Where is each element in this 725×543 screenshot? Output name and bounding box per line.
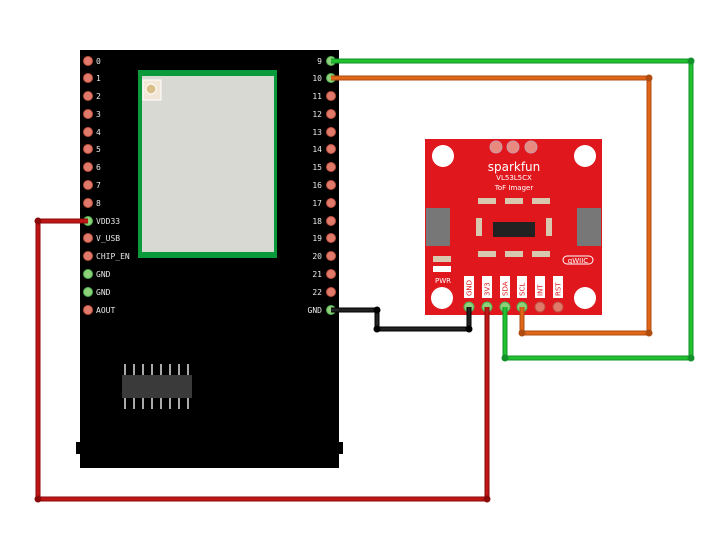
sensor-pin-label: SCL (519, 283, 527, 296)
pin-4[interactable]: 4 (83, 127, 102, 138)
pin-chip_en[interactable]: CHIP_EN (83, 251, 130, 262)
pin-label: 10 (312, 74, 322, 83)
sensor-pin-label: INT (537, 284, 545, 296)
pin-15[interactable]: 15 (312, 162, 336, 173)
pin-label: VDD33 (96, 217, 120, 226)
wire-10-to-scl[interactable] (331, 74, 653, 337)
pin-1[interactable]: 1 (83, 73, 102, 84)
pin-label: 4 (96, 128, 101, 137)
pin-14[interactable]: 14 (312, 144, 336, 155)
sensor-pin-int[interactable]: INT (534, 276, 546, 313)
model-label: VL53L5CX (496, 174, 532, 182)
sensor-pin-sda[interactable]: SDA (499, 276, 511, 313)
pin-18[interactable]: 18 (312, 216, 336, 227)
wire-9-to-sda[interactable] (331, 57, 695, 362)
sensor-board[interactable]: sparkfun VL53L5CX ToF Imager PWR qWIIC G… (425, 139, 602, 315)
pin-label: 11 (312, 92, 322, 101)
pin-22[interactable]: 22 (312, 287, 336, 298)
sensor-pin-gnd[interactable]: GND (463, 276, 475, 313)
pin-label: 15 (312, 163, 322, 172)
pin-16[interactable]: 16 (312, 180, 336, 191)
sensor-pin-label: RST (555, 282, 563, 296)
pin-21[interactable]: 21 (312, 269, 336, 280)
pin-vdd33[interactable]: VDD33 (83, 216, 121, 227)
pin-label: 0 (96, 57, 101, 66)
pin-label: 1 (96, 74, 101, 83)
pin-label: 12 (312, 110, 322, 119)
sensor-pin-label: 3V3 (484, 282, 492, 296)
pin-11[interactable]: 11 (312, 91, 336, 102)
pin-19[interactable]: 19 (312, 233, 336, 244)
pin-label: GND (96, 288, 111, 297)
subtitle-label: ToF Imager (494, 184, 534, 192)
pin-label: 9 (317, 57, 322, 66)
sensor-chip (493, 222, 535, 237)
pin-label: 8 (96, 199, 101, 208)
pin-v_usb[interactable]: V_USB (83, 233, 121, 244)
qwiic-connector-left (426, 208, 450, 246)
pin-17[interactable]: 17 (312, 198, 336, 209)
pin-6[interactable]: 6 (83, 162, 102, 173)
pin-0[interactable]: 0 (83, 56, 102, 67)
pin-label: GND (308, 306, 323, 315)
sensor-pin-rst[interactable]: RST (552, 276, 564, 313)
pin-label: V_USB (96, 234, 120, 243)
qwiic-connector-right (577, 208, 601, 246)
pin-8[interactable]: 8 (83, 198, 102, 209)
pin-label: 14 (312, 145, 322, 154)
ic-chip (122, 364, 192, 409)
pin-label: 20 (312, 252, 322, 261)
sensor-pin-label: GND (466, 280, 474, 296)
pin-label: 22 (312, 288, 322, 297)
pin-label: 13 (312, 128, 322, 137)
pin-label: 5 (96, 145, 101, 154)
pin-7[interactable]: 7 (83, 180, 102, 191)
wire-vdd33-to-3v3[interactable] (34, 217, 491, 503)
sensor-pin-3v3[interactable]: 3V3 (481, 276, 493, 313)
pin-label: 2 (96, 92, 101, 101)
pin-3[interactable]: 3 (83, 109, 102, 120)
wire-gnd-to-gnd[interactable] (331, 306, 473, 333)
pin-12[interactable]: 12 (312, 109, 336, 120)
pin-label: 17 (312, 199, 322, 208)
sensor-pin-scl[interactable]: SCL (516, 276, 528, 313)
pin-label: 16 (312, 181, 322, 190)
brand-logo: sparkfun (488, 160, 541, 174)
qwiic-label: qWIIC (568, 257, 588, 265)
sensor-pin-label: SDA (502, 281, 510, 296)
pwr-label: PWR (435, 277, 451, 285)
pin-gnd[interactable]: GND (83, 269, 111, 280)
pin-label: AOUT (96, 306, 115, 315)
pin-label: 19 (312, 234, 322, 243)
pin-label: 7 (96, 181, 101, 190)
pin-20[interactable]: 20 (312, 251, 336, 262)
pin-gnd[interactable]: GND (83, 287, 111, 298)
pin-label: CHIP_EN (96, 252, 130, 261)
pin-label: 3 (96, 110, 101, 119)
pin-label: GND (96, 270, 111, 279)
pin-aout[interactable]: AOUT (83, 305, 116, 316)
pin-label: 21 (312, 270, 322, 279)
pin-5[interactable]: 5 (83, 144, 102, 155)
pin-13[interactable]: 13 (312, 127, 336, 138)
pin-label: 6 (96, 163, 101, 172)
pin-label: 18 (312, 217, 322, 226)
pin-2[interactable]: 2 (83, 91, 102, 102)
